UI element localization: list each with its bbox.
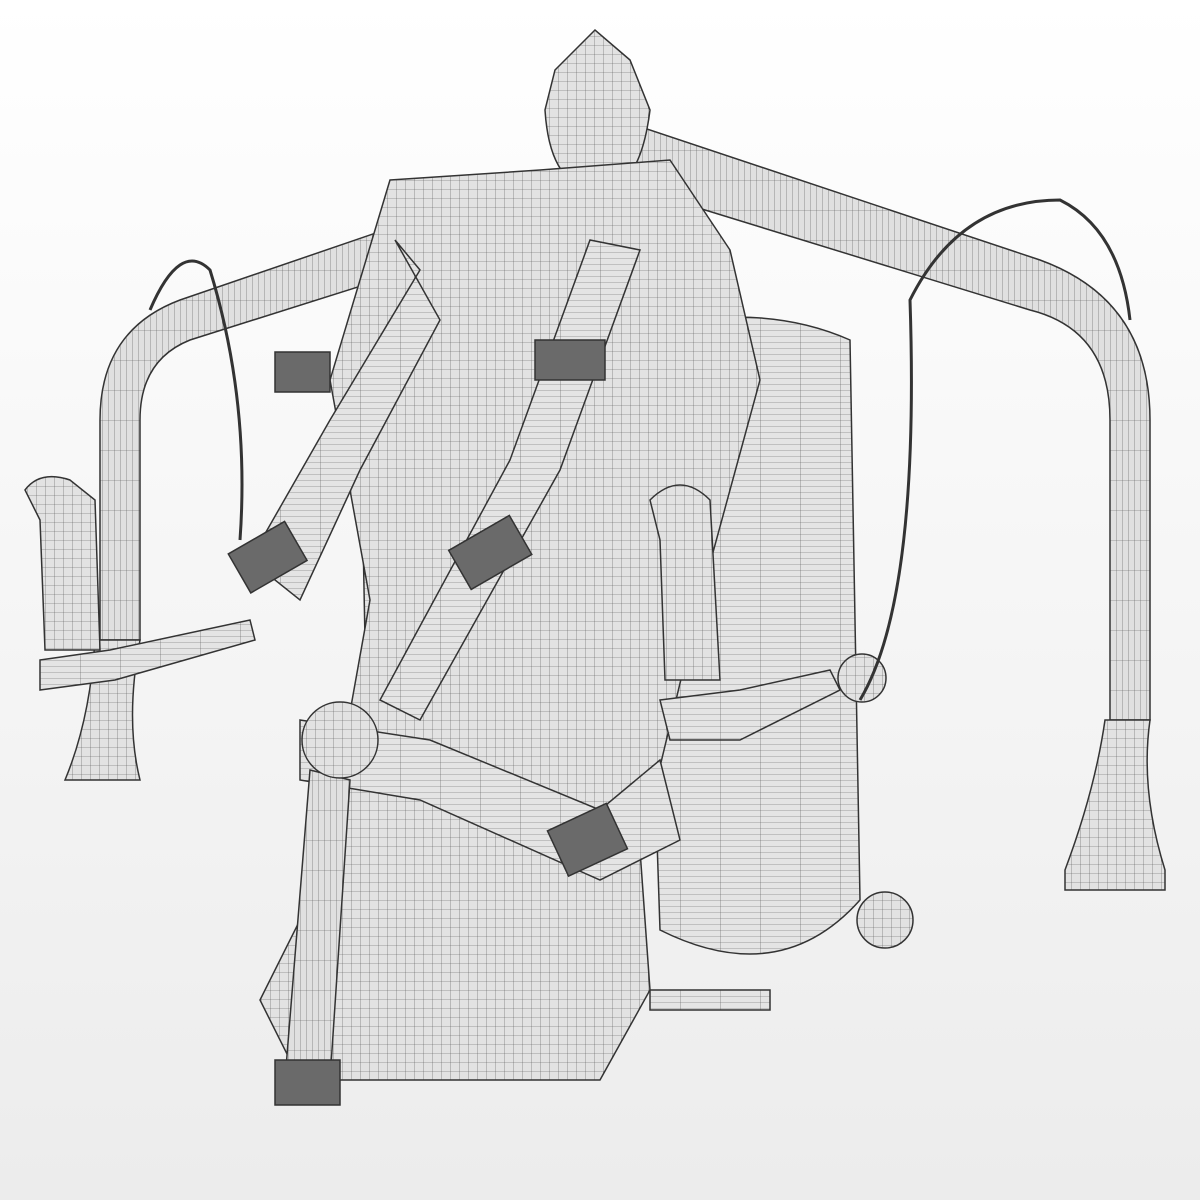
right-nozzle (1064, 719, 1166, 891)
strap-buckle (534, 339, 606, 381)
pressure-gauge-lower (856, 891, 914, 949)
shoulder-strap-left (249, 239, 441, 602)
right-handle-bar (659, 669, 842, 741)
strap-buckle (447, 514, 533, 591)
right-control-handle (649, 484, 721, 681)
jetpack (24, 28, 1166, 1106)
harness-quick-release (301, 701, 379, 779)
strap-buckle (274, 1059, 341, 1106)
strap-buckle (274, 351, 331, 393)
pressure-gauge-upper (837, 653, 887, 703)
bottom-valve (649, 989, 771, 1011)
strap-buckle (227, 520, 309, 594)
left-handle-bar (39, 619, 256, 691)
strap-buckle (546, 802, 629, 878)
control-cable-right (858, 198, 1132, 701)
control-cable-left (148, 259, 244, 541)
left-control-handle (24, 475, 101, 651)
